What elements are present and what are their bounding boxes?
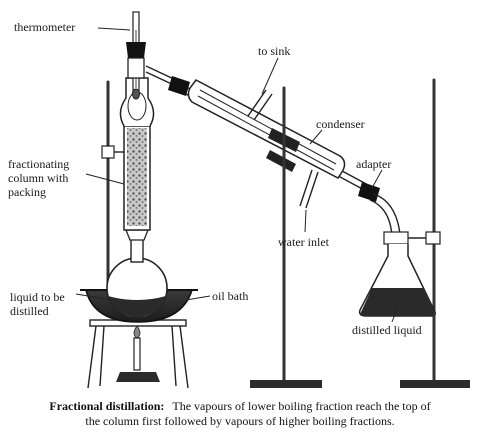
adapter xyxy=(358,182,401,237)
caption-bold: Fractional distillation: xyxy=(49,399,164,413)
label-condenser: condenser xyxy=(316,117,365,131)
label-oil-bath: oil bath xyxy=(212,289,248,303)
label-to-sink: to sink xyxy=(258,44,290,58)
label-adapter: adapter xyxy=(356,157,391,171)
caption-line-1: Fractional distillation: The vapours of … xyxy=(49,397,430,414)
label-liquid-1: liquid to be xyxy=(10,290,65,304)
label-liquid-2: distilled xyxy=(10,304,49,318)
caption-text-1: The vapours of lower boiling fraction re… xyxy=(172,399,430,413)
label-fractionating-2: column with xyxy=(8,171,68,185)
condenser-assembly xyxy=(145,65,371,209)
label-fractionating-3: packing xyxy=(8,185,46,199)
label-water-inlet: water inlet xyxy=(278,235,330,249)
thermometer xyxy=(126,11,146,100)
fractionating-column xyxy=(119,77,155,241)
round-bottom-flask xyxy=(106,235,168,319)
label-fractionating-1: fractionating xyxy=(8,157,69,171)
middle-stand xyxy=(250,86,322,388)
leader-lines xyxy=(75,27,399,323)
label-thermometer: thermometer xyxy=(14,20,75,34)
bunsen-burner xyxy=(116,325,160,382)
label-distilled-liquid: distilled liquid xyxy=(352,323,422,337)
conical-flask xyxy=(358,231,437,317)
left-stand xyxy=(101,80,128,302)
caption-line-2: the column first followed by vapours of … xyxy=(85,414,394,428)
right-stand xyxy=(400,78,470,388)
